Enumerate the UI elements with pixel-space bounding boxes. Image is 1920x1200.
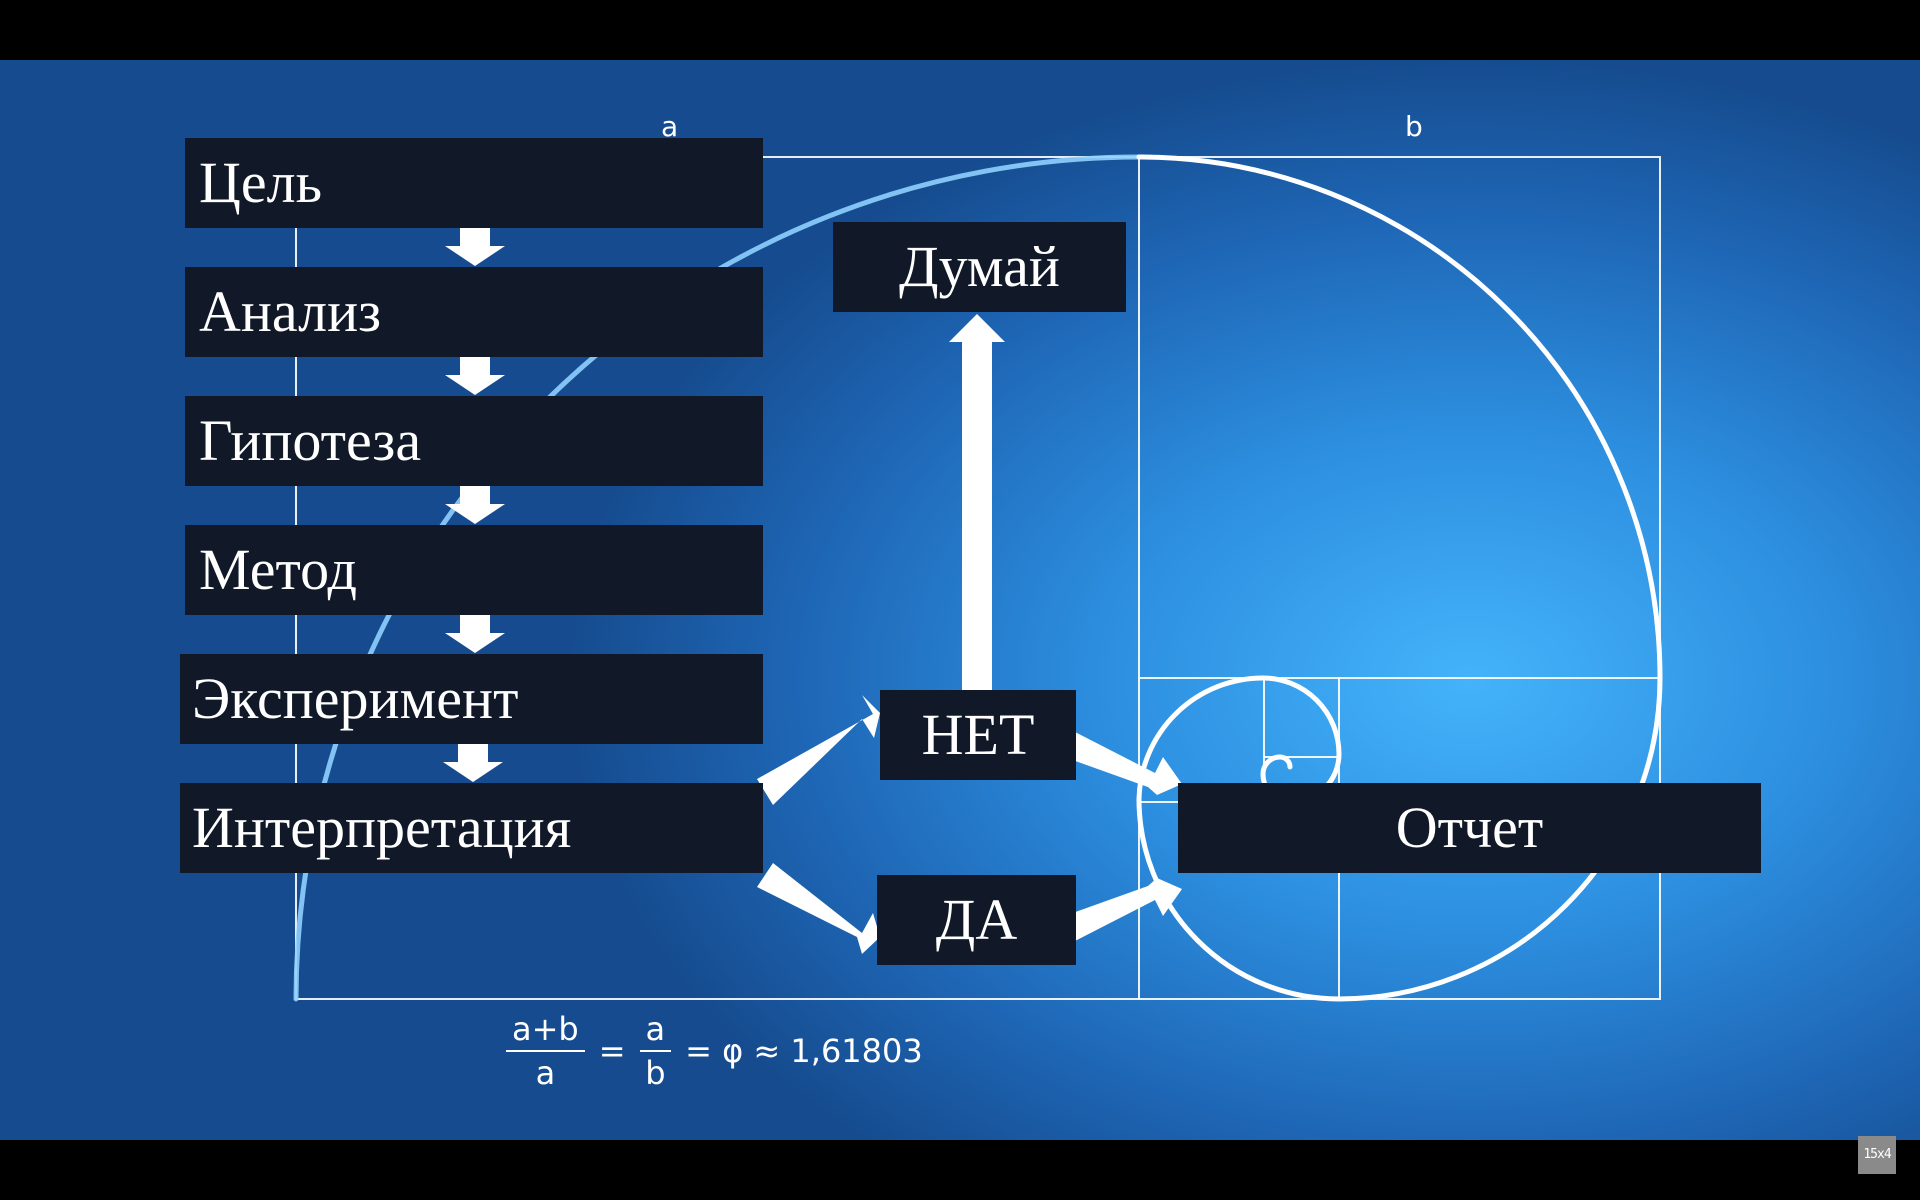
formula-fraction-1: a+b a xyxy=(506,1010,585,1092)
arrow-to-yes xyxy=(757,863,880,954)
golden-ratio-formula: a+b a = a b = φ ≈ 1,61803 xyxy=(500,1010,931,1092)
arrow-down-2 xyxy=(445,357,505,395)
node-report: Отчет xyxy=(1178,783,1761,873)
formula-frac1-den: a xyxy=(535,1054,556,1092)
step-hypothesis: Гипотеза xyxy=(185,396,763,486)
node-think: Думай xyxy=(833,222,1126,312)
formula-equals: = xyxy=(598,1032,626,1070)
formula-phi-value: = φ ≈ 1,61803 xyxy=(685,1032,923,1070)
arrow-down-4 xyxy=(445,615,505,653)
arrow-up-to-think xyxy=(949,314,1005,690)
slide: a b Цель Анализ Гипотеза Метод Экспериме… xyxy=(0,60,1920,1140)
step-experiment: Эксперимент xyxy=(180,654,763,744)
channel-watermark: 15x4 xyxy=(1858,1136,1896,1174)
arrow-down-5 xyxy=(443,744,503,782)
arrow-down-1 xyxy=(445,228,505,266)
arrow-down-3 xyxy=(445,486,505,524)
step-method: Метод xyxy=(185,525,763,615)
step-analysis: Анализ xyxy=(185,267,763,357)
arrow-no-to-report xyxy=(1067,732,1182,795)
step-interpretation: Интерпретация xyxy=(180,783,763,873)
formula-frac2-num: a xyxy=(639,1010,672,1052)
formula-fraction-2: a b xyxy=(639,1010,672,1092)
step-goal: Цель xyxy=(185,138,763,228)
formula-frac1-num: a+b xyxy=(506,1010,585,1052)
arrow-yes-to-report xyxy=(1067,878,1182,941)
node-yes: ДА xyxy=(877,875,1076,965)
formula-frac2-den: b xyxy=(645,1054,666,1092)
golden-label-b: b xyxy=(1405,110,1423,143)
node-no: НЕТ xyxy=(880,690,1076,780)
golden-label-a: a xyxy=(661,110,679,143)
arrow-to-no xyxy=(757,695,880,805)
